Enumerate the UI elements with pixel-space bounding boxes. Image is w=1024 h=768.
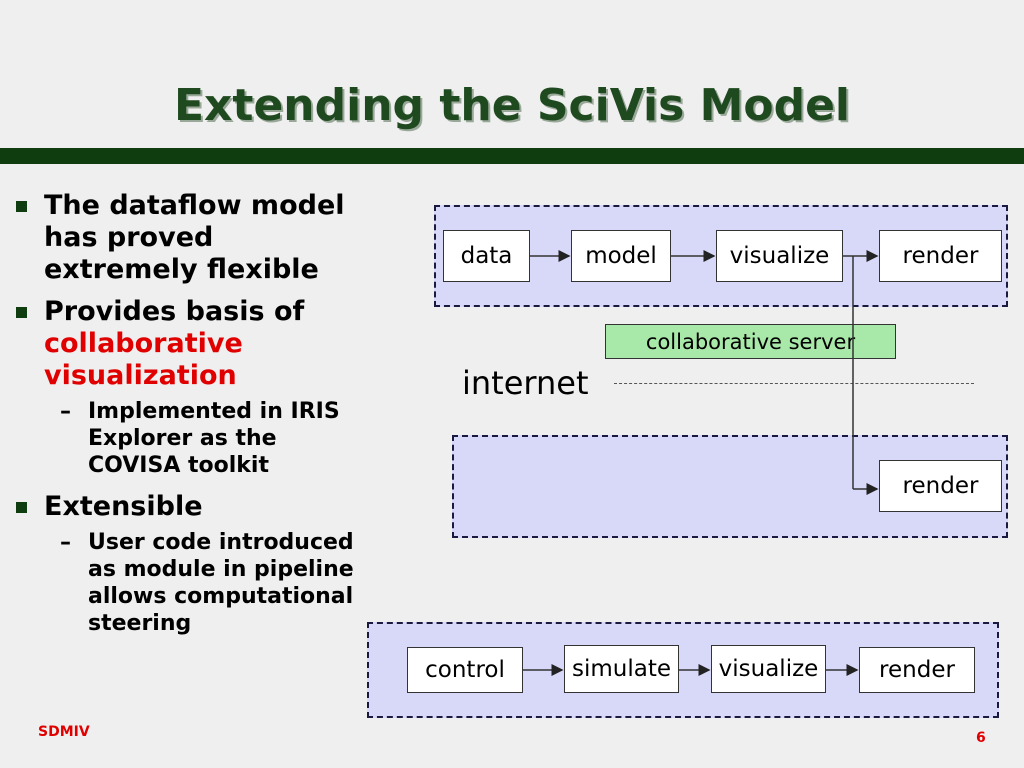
model-module-box: model	[571, 230, 671, 282]
sub-bullet-steering: – User code introduced as module in pipe…	[14, 529, 374, 637]
simulate-module-box: simulate	[564, 645, 679, 693]
control-module-box: control	[407, 647, 523, 693]
bullet-text: Extensible	[44, 491, 203, 522]
data-module-box: data	[443, 230, 530, 282]
bullet-highlight: collaborative visualization	[44, 328, 243, 391]
collaborative-server-box: collaborative server	[605, 324, 896, 359]
dash-icon: –	[60, 399, 71, 424]
internet-label: internet	[462, 364, 589, 402]
internet-dashed-line	[614, 383, 974, 384]
slide-title: Extending the SciVis Model	[173, 80, 851, 131]
bullet-extensible: Extensible	[14, 491, 374, 523]
bullet-text: Provides basis of	[44, 296, 305, 327]
bullet-square-icon	[16, 307, 27, 318]
render-module-box-2: render	[859, 647, 975, 693]
footer-label: SDMIV	[38, 724, 90, 740]
sub-bullet-text: User code introduced as module in pipeli…	[88, 530, 354, 636]
visualize-module-box-2: visualize	[711, 645, 826, 693]
bullet-collaborative: Provides basis of collaborative visualiz…	[14, 296, 374, 392]
bullet-dataflow: The dataflow model has proved extremely …	[14, 190, 374, 286]
dash-icon: –	[60, 530, 71, 555]
bullet-text: The dataflow model has proved extremely …	[44, 190, 345, 285]
bullet-square-icon	[16, 502, 27, 513]
bullet-list: The dataflow model has proved extremely …	[14, 190, 374, 649]
render-module-box: render	[879, 230, 1002, 282]
sub-bullet-iris: – Implemented in IRIS Explorer as the CO…	[14, 398, 374, 479]
visualize-module-box: visualize	[716, 230, 843, 282]
title-underline-bar	[0, 148, 1024, 164]
bullet-square-icon	[16, 201, 27, 212]
remote-render-module-box: render	[879, 460, 1002, 512]
sub-bullet-text: Implemented in IRIS Explorer as the COVI…	[88, 399, 340, 478]
page-number: 6	[976, 730, 986, 746]
